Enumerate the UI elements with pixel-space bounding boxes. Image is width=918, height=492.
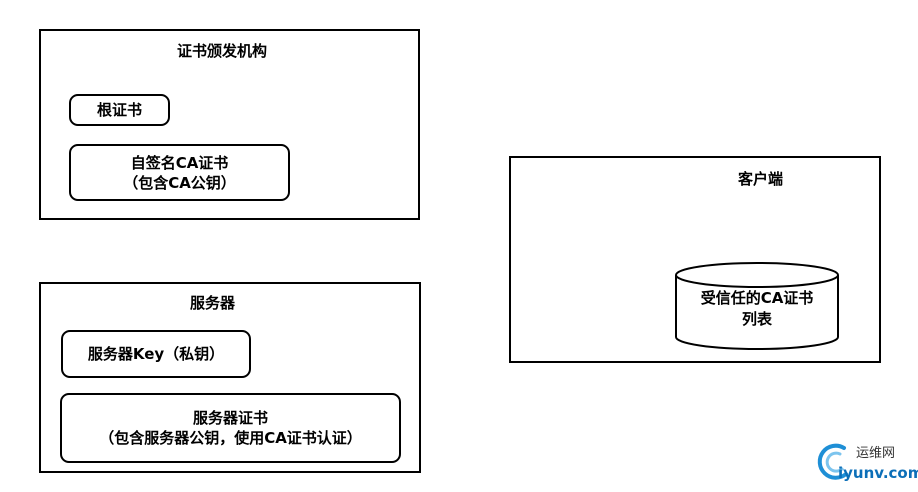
watermark-logo-icon (817, 443, 848, 480)
root-cert-label: 根证书 (96, 101, 142, 119)
watermark: 运维网 iyunv.com (816, 438, 918, 486)
self-signed-ca-cert-line2: （包含CA公钥） (123, 173, 236, 192)
root-cert-box: 根证书 (69, 94, 170, 126)
watermark-domain: iyunv.com (838, 464, 918, 482)
self-signed-ca-cert-line1: 自签名CA证书 (130, 153, 229, 172)
trusted-ca-list-cylinder (675, 262, 839, 350)
trusted-ca-list-label: 受信任的CA证书 列表 (676, 288, 838, 330)
ca-title: 证书颁发机构 (177, 42, 268, 60)
self-signed-ca-cert-box: 自签名CA证书 （包含CA公钥） (69, 144, 290, 201)
server-private-key-box: 服务器Key（私钥） (61, 330, 251, 378)
server-private-key-label: 服务器Key（私钥） (87, 345, 225, 363)
trusted-ca-list-line1: 受信任的CA证书 (700, 289, 814, 307)
server-cert-box: 服务器证书 （包含服务器公钥，使用CA证书认证） (60, 393, 401, 463)
trusted-ca-list-line2: 列表 (741, 310, 772, 328)
watermark-site-name: 运维网 (856, 446, 896, 461)
server-cert-line2: （包含服务器公钥，使用CA证书认证） (99, 429, 362, 447)
server-cert-line1: 服务器证书 (192, 409, 268, 427)
client-title: 客户端 (738, 170, 784, 188)
server-title: 服务器 (190, 294, 236, 312)
